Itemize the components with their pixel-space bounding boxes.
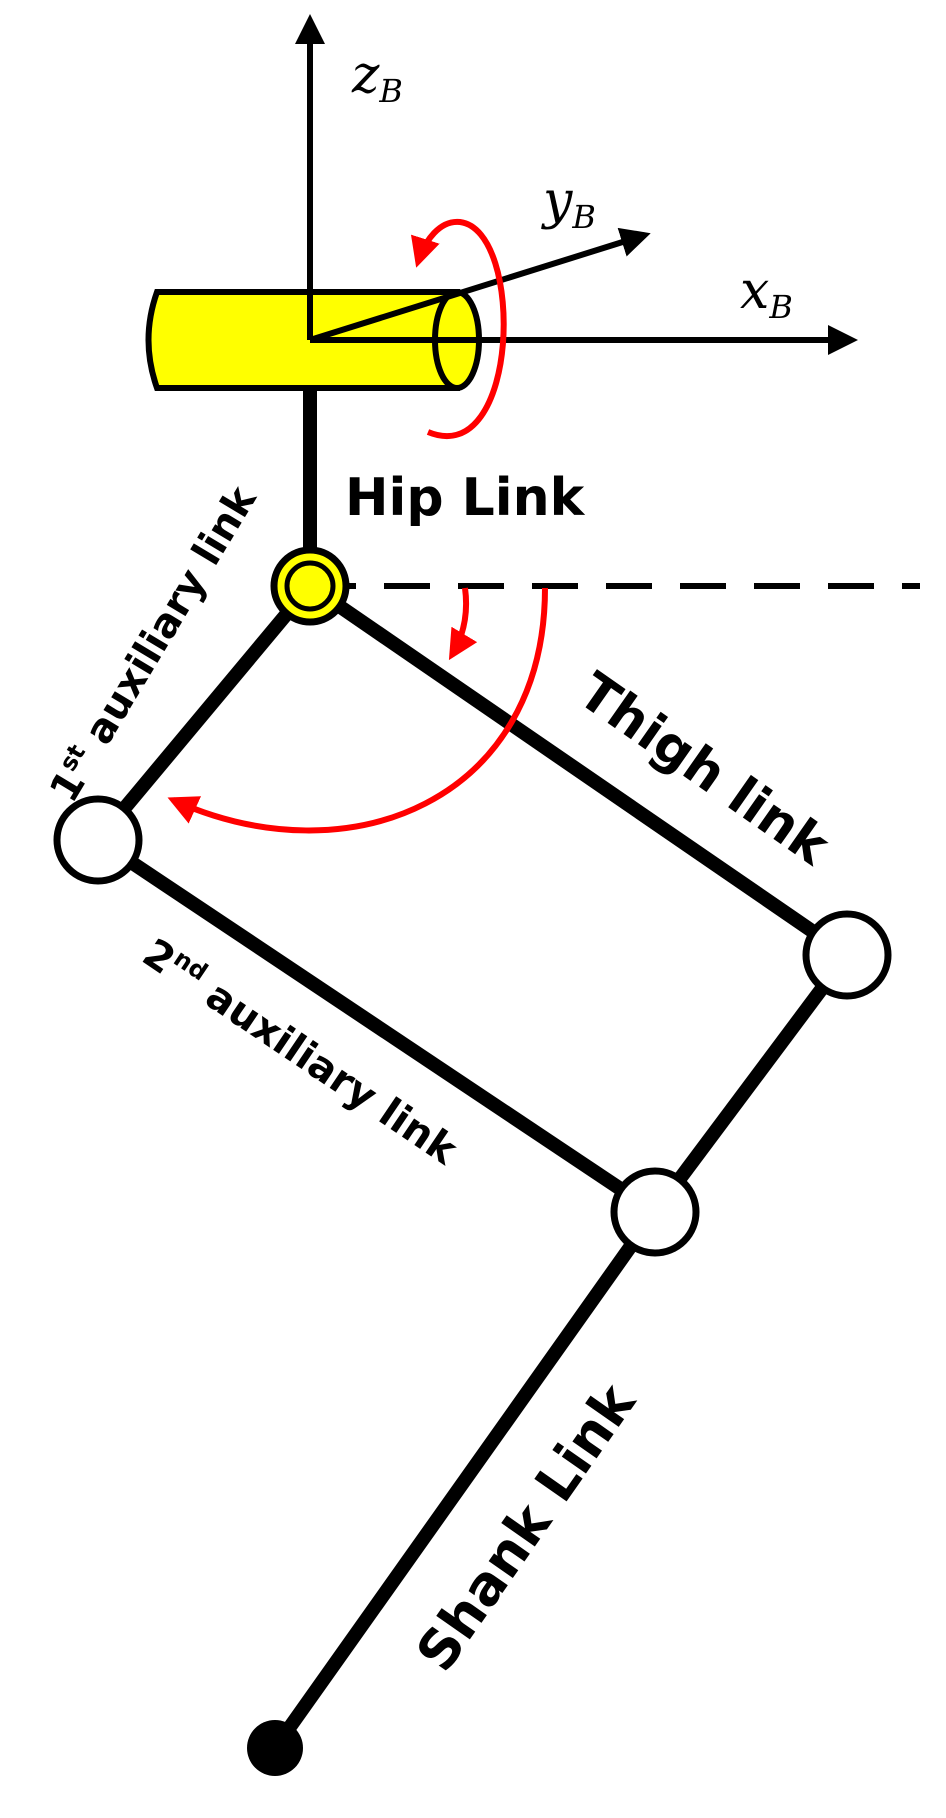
first-auxiliary-joint — [53, 795, 143, 885]
x-axis-label: xB — [740, 261, 793, 326]
thigh-link — [306, 580, 851, 961]
first-auxiliary-link — [92, 581, 316, 845]
thigh-angle-arrow — [448, 587, 478, 661]
y-axis-label: yB — [541, 171, 596, 236]
hip-link-label: Hip Link — [345, 468, 586, 528]
auxiliary-angle-arrow — [167, 587, 548, 834]
shank-link — [269, 1207, 661, 1753]
first-auxiliary-link-label: 1st auxiliary link — [39, 476, 266, 810]
second-auxiliary-link — [94, 834, 659, 1218]
y-axis-arrow — [309, 227, 651, 343]
shank-link-label: Shank Link — [404, 1372, 648, 1683]
second-auxiliary-joint — [610, 1167, 700, 1257]
thigh-knee-joint — [802, 910, 892, 1000]
z-axis-label: zB — [351, 45, 403, 110]
knee-link — [649, 950, 853, 1217]
thigh-link-label: Thigh link — [568, 661, 841, 877]
hip-joint — [270, 546, 350, 626]
foot-point — [247, 1720, 303, 1776]
hip-roll-rotation-arrow — [410, 218, 507, 439]
